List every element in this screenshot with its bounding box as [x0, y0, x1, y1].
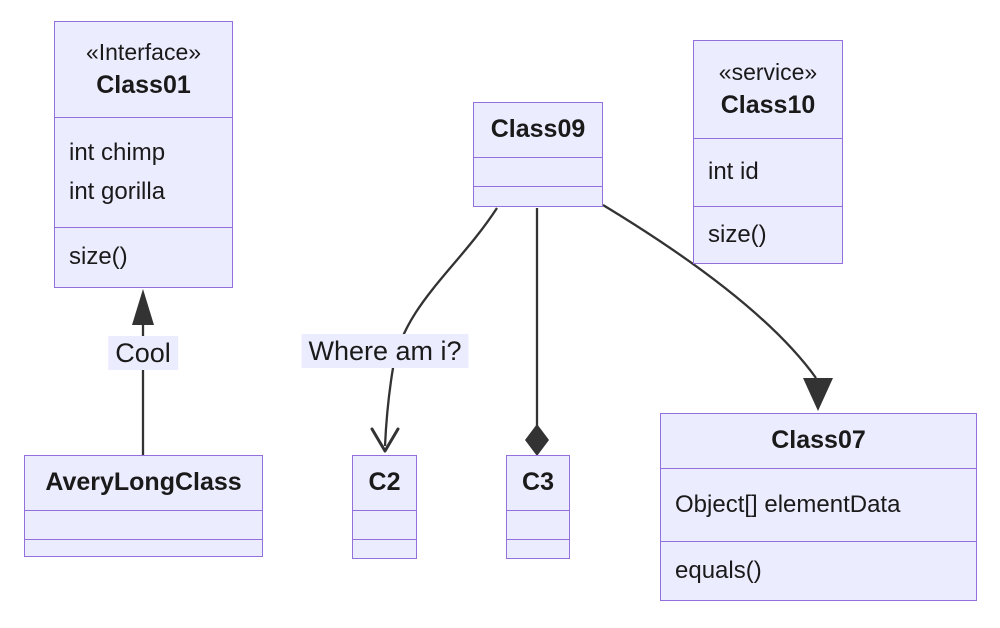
class01-attributes-compartment: int chimp int gorilla — [55, 117, 232, 227]
class10-method: size() — [708, 220, 767, 248]
class-box-c3: C3 — [506, 455, 570, 559]
class-box-class09: Class09 — [473, 102, 603, 207]
c2-empty-attributes-compartment — [353, 510, 416, 539]
c3-empty-attributes-compartment — [507, 510, 569, 539]
averylongclass-empty-methods-compartment — [25, 539, 262, 556]
c2-empty-methods-compartment — [353, 539, 416, 558]
class10-attribute: int id — [708, 158, 759, 186]
class01-name: Class01 — [96, 70, 191, 99]
class09-empty-attributes-compartment — [474, 157, 602, 186]
class09-name: Class09 — [490, 115, 586, 144]
class07-name: Class07 — [771, 426, 866, 455]
class-box-averylongclass: AveryLongClass — [24, 455, 263, 557]
class-box-class10: «service» Class10 int id size() — [693, 40, 843, 264]
class10-stereotype: «service» — [718, 58, 818, 85]
edge-label-where-am-i: Where am i? — [301, 334, 469, 369]
edge-class09-to-c2 — [383, 207, 498, 447]
filled-triangle-arrowhead-class01 — [132, 289, 154, 325]
class07-title-compartment: Class07 — [661, 414, 976, 468]
edge-class09-to-class07 — [602, 204, 817, 379]
c2-name: C2 — [368, 468, 401, 497]
averylongclass-name: AveryLongClass — [45, 468, 242, 497]
edge-label-cool: Cool — [108, 336, 178, 371]
c3-name: C3 — [522, 468, 554, 497]
class07-attributes-compartment: Object[] elementData — [661, 468, 976, 541]
c2-title-compartment: C2 — [353, 456, 416, 510]
filled-triangle-arrowhead-class07 — [803, 378, 833, 411]
class01-methods-compartment: size() — [55, 227, 232, 287]
averylongclass-empty-attributes-compartment — [25, 510, 262, 539]
class07-attribute: Object[] elementData — [675, 490, 901, 518]
class10-title-compartment: «service» Class10 — [694, 41, 842, 138]
class07-methods-compartment: equals() — [661, 541, 976, 600]
class09-title-compartment: Class09 — [474, 103, 602, 157]
class10-methods-compartment: size() — [694, 206, 842, 263]
class-box-c2: C2 — [352, 455, 417, 559]
class09-empty-methods-compartment — [474, 186, 602, 206]
composition-diamond-c3 — [525, 424, 549, 456]
class10-attributes-compartment: int id — [694, 138, 842, 206]
class01-attribute: int chimp — [69, 138, 166, 166]
class10-name: Class10 — [720, 90, 816, 119]
class-box-class07: Class07 Object[] elementData equals() — [660, 413, 977, 601]
class07-method: equals() — [675, 556, 762, 584]
class01-method: size() — [69, 243, 128, 271]
open-arrowhead-c2 — [370, 427, 400, 453]
class01-attribute: int gorilla — [69, 177, 166, 205]
c3-empty-methods-compartment — [507, 539, 569, 558]
c3-title-compartment: C3 — [507, 456, 569, 510]
class01-title-compartment: «Interface» Class01 — [55, 22, 232, 117]
averylongclass-title-compartment: AveryLongClass — [25, 456, 262, 510]
class-box-class01: «Interface» Class01 int chimp int gorill… — [54, 21, 233, 288]
class01-stereotype: «Interface» — [85, 38, 202, 65]
